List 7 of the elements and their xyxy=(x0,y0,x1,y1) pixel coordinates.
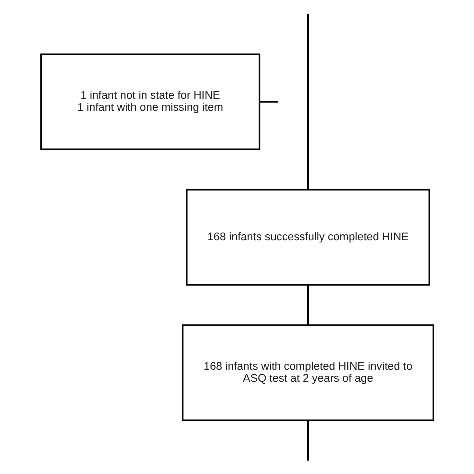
node-box: 168 infants successfully completed HINE xyxy=(186,188,430,286)
connector xyxy=(259,100,278,102)
node-box: 168 infants with completed HINE invited to ASQ test at 2 years of age xyxy=(182,324,434,421)
connector xyxy=(306,420,309,460)
connector xyxy=(306,284,309,325)
connector xyxy=(306,14,309,190)
node-box: 1 infant not in state for HINE 1 infant with one missing item xyxy=(40,53,260,150)
